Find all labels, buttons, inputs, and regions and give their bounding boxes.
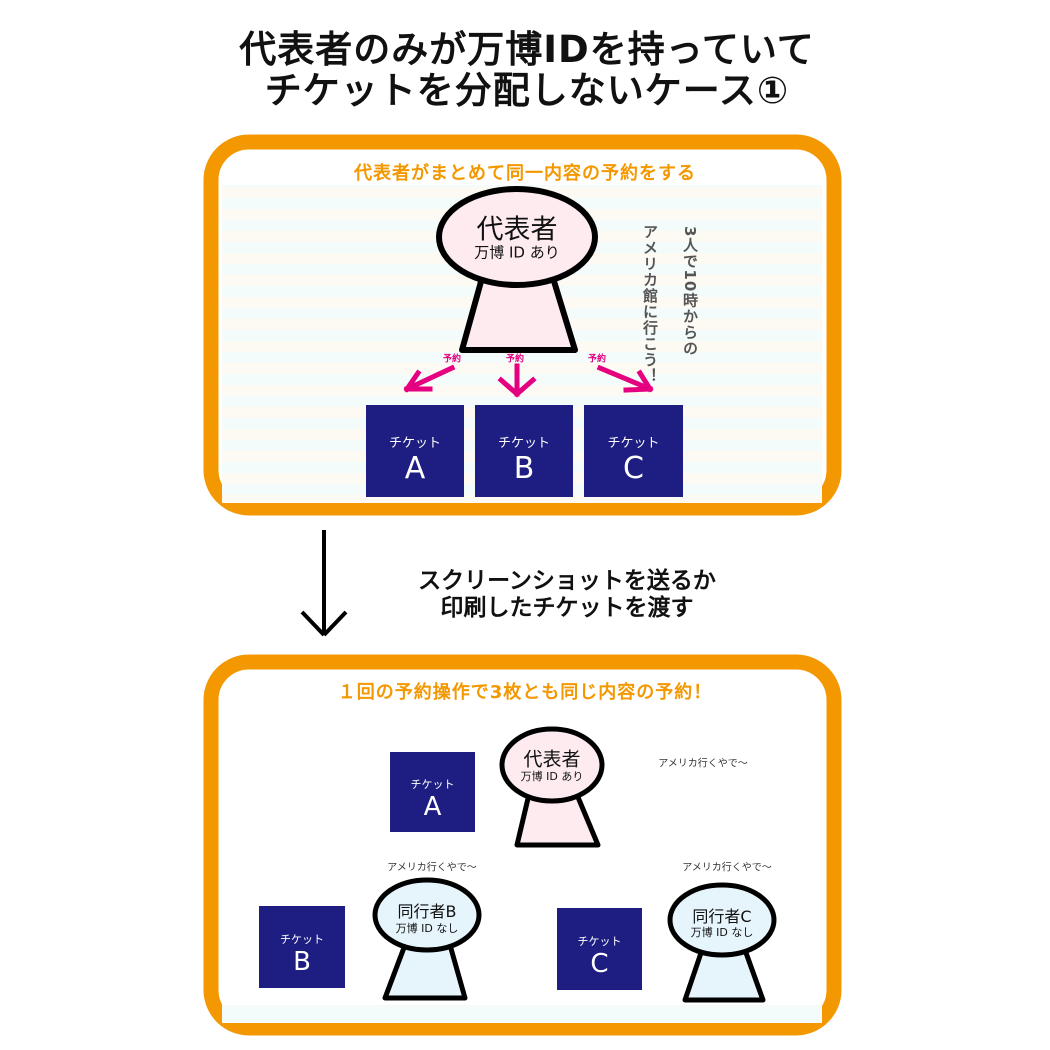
companion-c-head xyxy=(667,882,777,958)
companion-c-speech: アメリカ行くやで〜 xyxy=(682,862,772,874)
down-arrow xyxy=(300,530,348,637)
companion-b-id-status: 万博 ID なし xyxy=(395,922,459,935)
arrow-center xyxy=(497,363,537,398)
ticket-letter: A xyxy=(404,451,426,486)
speech-column-1: 3人で10時からの xyxy=(681,226,699,357)
ticket-label: チケット xyxy=(388,436,441,451)
bottom-panel-ground xyxy=(222,1005,822,1023)
representative-name-bottom: 代表者 xyxy=(523,748,581,771)
ticket-b: チケット B xyxy=(475,405,573,497)
representative-head xyxy=(436,186,598,288)
representative-body xyxy=(459,275,578,353)
representative-id-status-bottom: 万博 ID あり xyxy=(520,770,584,783)
companion-b-name: 同行者B xyxy=(397,902,457,921)
title-line-1: 代表者のみが万博IDを持っていて xyxy=(239,28,815,71)
arrow-label: 予約 xyxy=(442,354,462,365)
ticket-label: チケット xyxy=(497,436,550,451)
transition-line-2: 印刷したチケットを渡す xyxy=(440,595,694,621)
ticket-label: チケット xyxy=(607,436,660,451)
ticket-a: チケット A xyxy=(366,405,464,497)
ticket-letter: B xyxy=(293,947,311,977)
ticket-b-bottom: チケット B xyxy=(259,906,345,988)
ticket-label: チケット xyxy=(280,933,324,946)
companion-c-name: 同行者C xyxy=(692,907,752,926)
ticket-label: チケット xyxy=(410,778,455,791)
companion-b-speech: アメリカ行くやで〜 xyxy=(387,862,477,874)
ticket-a-bottom: チケット A xyxy=(390,752,475,832)
speech-column-2: アメリカ館に行こう！ xyxy=(641,224,659,384)
top-panel-heading: 代表者がまとめて同一内容の予約をする xyxy=(354,163,696,184)
ticket-letter: A xyxy=(423,792,442,822)
ticket-label: チケット xyxy=(577,935,622,948)
arrow-right xyxy=(596,364,654,393)
companion-c-id-status: 万博 ID なし xyxy=(690,926,754,939)
ticket-letter: B xyxy=(513,451,535,486)
arrow-label: 予約 xyxy=(587,354,607,365)
ticket-letter: C xyxy=(623,451,644,486)
bottom-panel-heading: １回の予約操作で3枚とも同じ内容の予約！ xyxy=(337,682,713,703)
arrow-left xyxy=(403,364,456,393)
representative-name: 代表者 xyxy=(476,214,558,246)
representative-id-status: 万博 ID あり xyxy=(474,243,560,262)
title-line-2: チケットを分配しないケース① xyxy=(264,69,790,112)
ticket-c: チケット C xyxy=(584,405,683,497)
companion-b-head xyxy=(372,877,482,953)
ticket-c-bottom: チケット C xyxy=(557,908,642,990)
reservation-arrows xyxy=(403,363,654,398)
arrow-label: 予約 xyxy=(505,354,525,365)
representative-head-bottom xyxy=(499,726,605,804)
representative-speech: アメリカ行くやで〜 xyxy=(658,758,748,770)
ticket-letter: C xyxy=(590,949,609,979)
transition-line-1: スクリーンショットを送るか xyxy=(418,568,716,594)
